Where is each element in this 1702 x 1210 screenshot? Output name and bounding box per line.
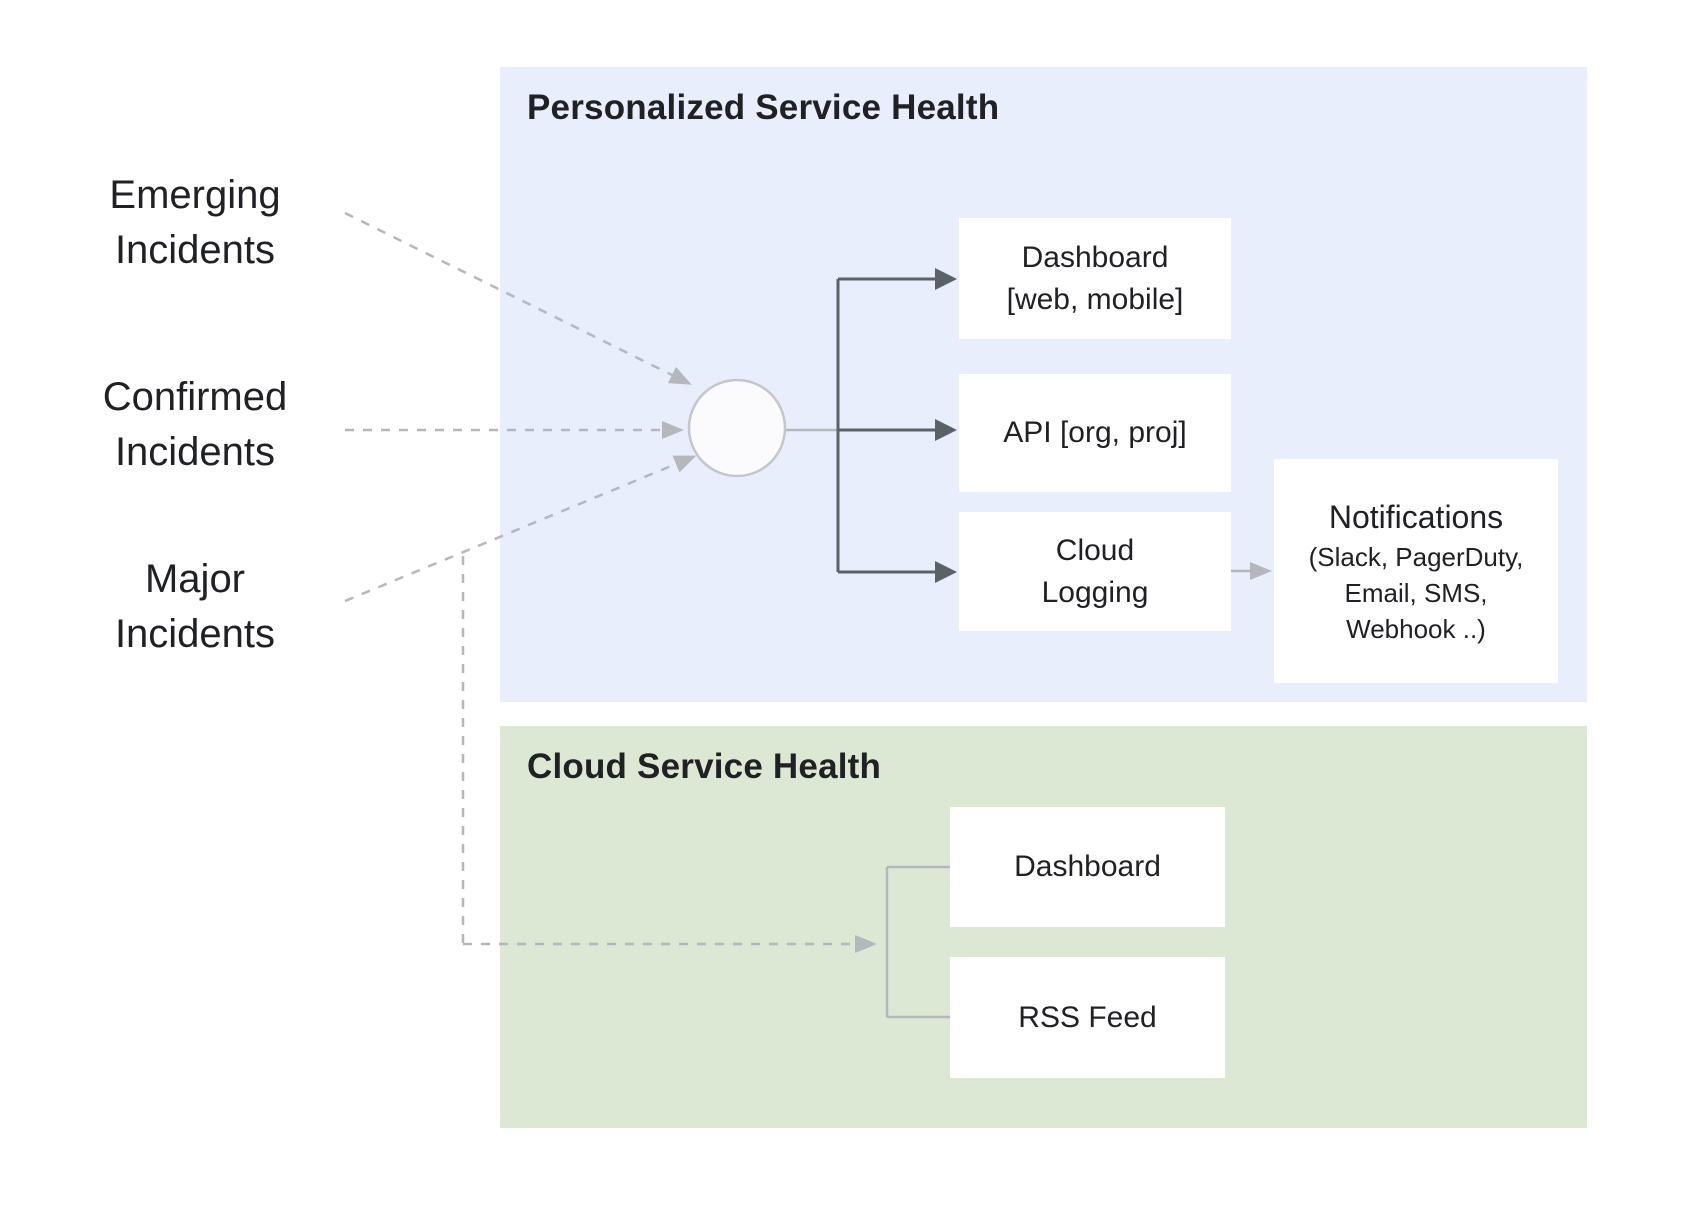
- node-label-line: Cloud: [1055, 533, 1135, 567]
- branch-to-cloud-service-health-arrow: [461, 556, 877, 953]
- node-rss-feed: RSS Feed: [950, 957, 1225, 1078]
- label-line: Confirmed: [102, 375, 288, 419]
- node-cloud-dashboard: Dashboard: [950, 807, 1225, 927]
- hub-output-connectors: [786, 268, 957, 583]
- hub-node: [687, 378, 787, 478]
- node-api-org-proj: API [org, proj]: [959, 374, 1231, 492]
- node-notifications: Notifications (Slack, PagerDuty, Email, …: [1274, 459, 1558, 683]
- personalized-panel-title: Personalized Service Health: [527, 88, 1000, 127]
- label-line: Incidents: [114, 430, 276, 474]
- node-cloud-logging: Cloud Logging: [959, 512, 1231, 631]
- label-confirmed-incidents: Confirmed Incidents: [55, 370, 335, 480]
- node-label-line: Logging: [1041, 575, 1149, 609]
- notifications-detail-line: (Slack, PagerDuty,: [1308, 542, 1524, 572]
- node-dashboard-web-mobile: Dashboard [web, mobile]: [959, 218, 1231, 339]
- major-incidents-arrow: [344, 455, 697, 603]
- node-label-line: API [org, proj]: [1003, 416, 1187, 449]
- logging-to-notifications-arrow: [1231, 562, 1272, 580]
- cloud-panel-title: Cloud Service Health: [527, 747, 882, 786]
- node-label-line: Dashboard: [1014, 850, 1161, 883]
- label-line: Incidents: [114, 612, 276, 656]
- notifications-detail-line: Webhook ..): [1346, 614, 1486, 644]
- notifications-detail-line: Email, SMS,: [1344, 578, 1488, 608]
- emerging-incidents-arrow: [344, 211, 692, 385]
- node-label-line: [web, mobile]: [1006, 282, 1184, 316]
- node-label-line: RSS Feed: [1018, 1000, 1157, 1034]
- label-emerging-incidents: Emerging Incidents: [55, 168, 335, 278]
- notifications-title: Notifications: [1328, 499, 1504, 535]
- label-line: Major: [144, 557, 246, 601]
- label-line: Incidents: [114, 228, 276, 272]
- confirmed-incidents-arrow: [345, 421, 684, 439]
- label-line: Emerging: [109, 173, 281, 217]
- label-major-incidents: Major Incidents: [55, 552, 335, 662]
- cloud-outputs-connector: [885, 865, 950, 1019]
- node-label-line: Dashboard: [1021, 240, 1169, 274]
